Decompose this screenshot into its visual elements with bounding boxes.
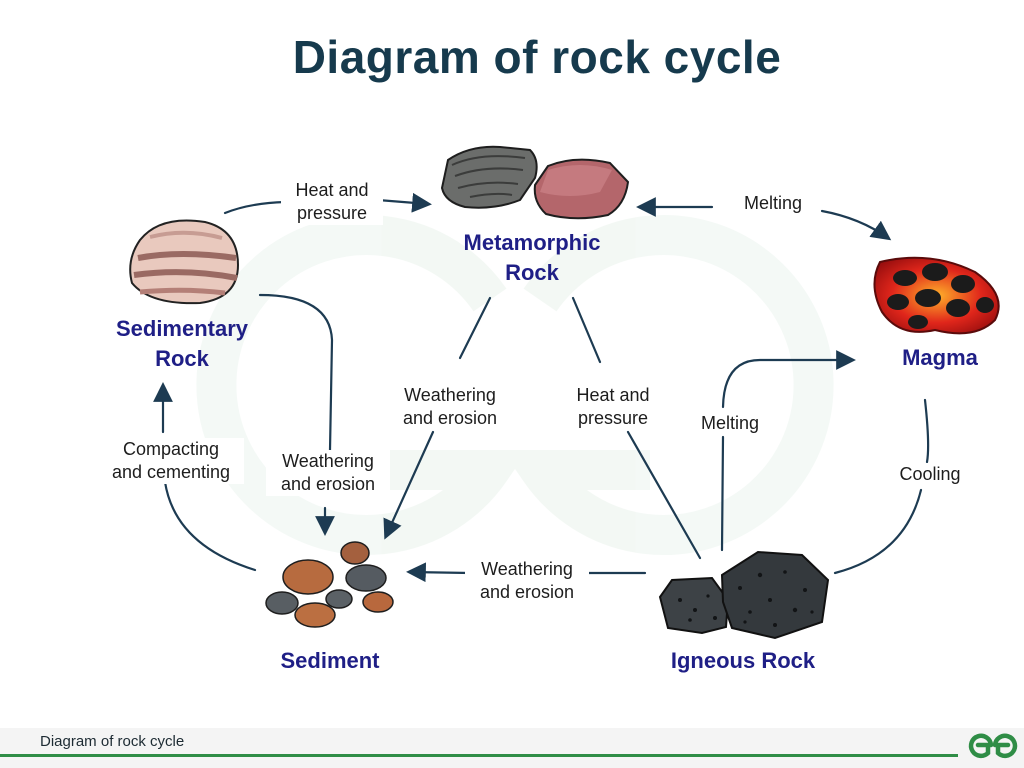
node-label-sedimentary-rock: Sedimentary Rock	[115, 316, 249, 371]
gfg-logo-icon	[968, 733, 1018, 759]
magma-image	[873, 256, 1000, 335]
edge-label-heat-and-pressure-center: Heat and pressure	[561, 384, 665, 430]
arrow-igneous-to-magma	[720, 360, 852, 552]
arrow-sedimentary-to-metamorphic	[223, 200, 428, 213]
metamorphic-rock-image	[440, 145, 630, 220]
edge-label-melting-top: Melting	[731, 192, 815, 215]
sedimentary-rock-image	[129, 219, 240, 305]
arrow-metamorphic-down-left	[458, 296, 492, 360]
node-label-igneous-rock: Igneous Rock	[670, 648, 816, 673]
footer-caption: Diagram of rock cycle	[40, 733, 185, 750]
footer-bar	[0, 728, 1024, 768]
node-label-metamorphic-rock: Metamorphic Rock	[463, 230, 601, 285]
edge-label-weathering-center: Weathering and erosion	[388, 384, 512, 430]
arrow-igneous-to-metamorphic	[571, 296, 702, 560]
arrow-weathering-to-sediment	[383, 430, 435, 540]
edge-label-heat-and-pressure-top: Heat and pressure	[281, 179, 383, 225]
arrow-sediment-to-sedimentary	[163, 480, 257, 572]
sediment-image	[265, 541, 394, 628]
edge-label-cooling: Cooling	[888, 463, 972, 486]
footer-accent-line	[0, 754, 958, 757]
node-label-sediment: Sediment	[280, 648, 380, 673]
edge-label-melting-right: Melting	[688, 412, 772, 435]
edge-label-weathering-bottom: Weathering and erosion	[465, 558, 589, 604]
edge-label-weathering-left: Weathering and erosion	[266, 450, 390, 496]
arrow-sedimentary-to-sediment	[258, 293, 334, 452]
page-title: Diagram of rock cycle	[292, 31, 782, 83]
node-label-magma: Magma	[902, 345, 978, 370]
arrow-metamorphic-to-magma	[820, 209, 892, 241]
igneous-rock-image	[658, 550, 830, 640]
arrow-igneous-to-sediment	[410, 572, 647, 573]
edge-label-compacting-and-cementing: Compacting and cementing	[98, 438, 244, 484]
arrow-magma-to-igneous	[833, 398, 930, 575]
